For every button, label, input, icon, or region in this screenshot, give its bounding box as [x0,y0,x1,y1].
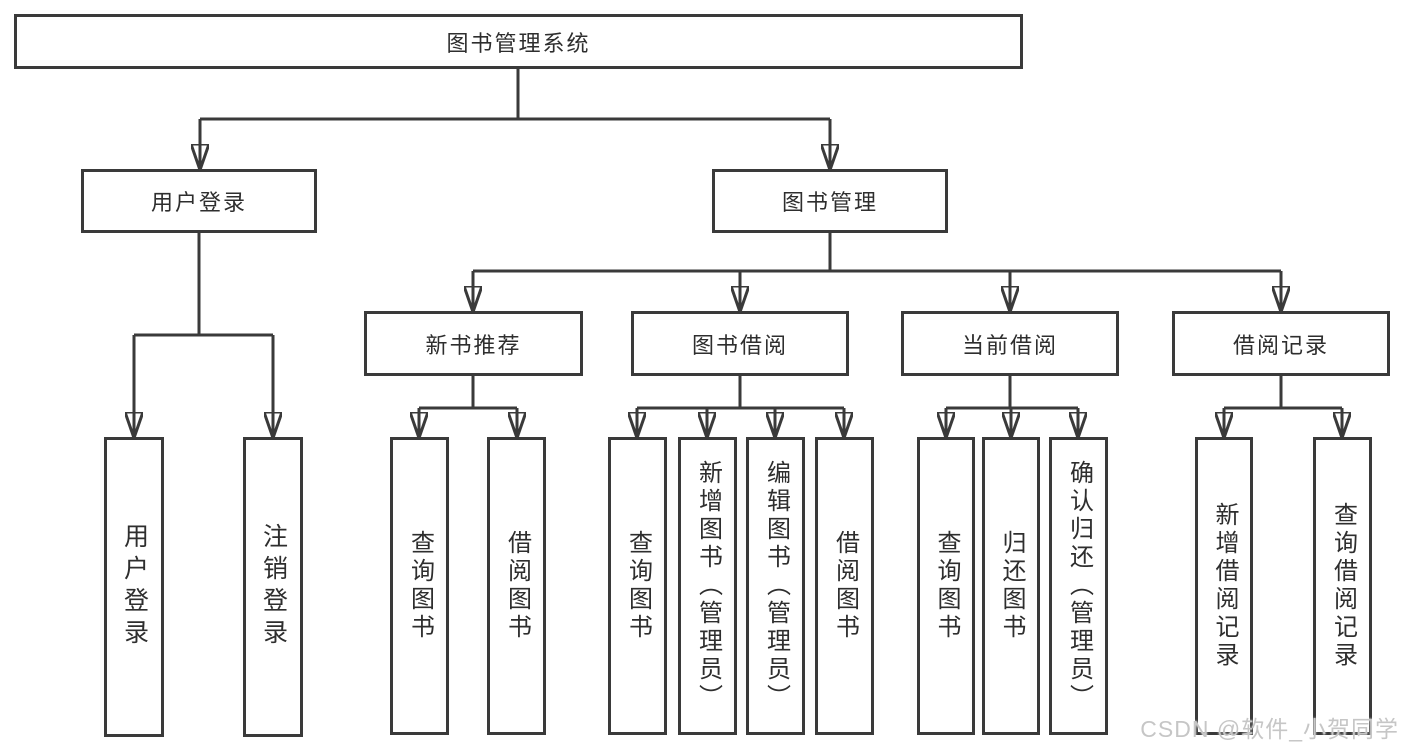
leaf-edit-book-admin: 编辑图书（管理员） [746,437,805,735]
leaf-user-login: 用户登录 [104,437,164,737]
current-borrowing-box: 当前借阅 [901,311,1119,376]
leaf-borrow-books-2-label: 借阅图书 [831,530,859,642]
book-management-box: 图书管理 [712,169,948,233]
leaf-borrow-books-2: 借阅图书 [815,437,874,735]
connector-current-borrowing-children [946,376,1078,437]
book-borrowing-box: 图书借阅 [631,311,849,376]
leaf-query-books-1-label: 查询图书 [406,530,434,642]
leaf-confirm-return-admin-label: 确认归还（管理员） [1065,460,1093,712]
connector-borrowing-records-children [1224,376,1342,437]
root-box: 图书管理系统 [14,14,1023,69]
leaf-borrow-books-1: 借阅图书 [487,437,546,735]
connector-user-login-children [134,233,273,437]
leaf-add-book-admin: 新增图书（管理员） [678,437,737,735]
leaf-add-book-admin-label: 新增图书（管理员） [694,460,722,712]
leaf-confirm-return-admin: 确认归还（管理员） [1049,437,1108,735]
leaf-query-books-3: 查询图书 [917,437,975,735]
book-borrowing-label: 图书借阅 [691,332,788,358]
borrowing-records-label: 借阅记录 [1232,332,1329,358]
connector-new-book-recommend-children [419,376,517,437]
new-book-recommend-label: 新书推荐 [425,332,522,358]
leaf-query-books-1: 查询图书 [390,437,449,735]
leaf-query-books-3-label: 查询图书 [933,530,960,642]
leaf-add-borrow-record: 新增借阅记录 [1195,437,1253,735]
leaf-logout-label: 注销登录 [259,523,288,651]
root-label: 图书管理系统 [446,30,591,56]
leaf-query-books-2: 查询图书 [608,437,667,735]
leaf-borrow-books-1-label: 借阅图书 [503,530,531,642]
user-login-label: 用户登录 [150,190,247,215]
current-borrowing-label: 当前借阅 [961,332,1058,358]
leaf-logout: 注销登录 [243,437,303,737]
leaf-return-books: 归还图书 [982,437,1040,735]
watermark: CSDN @软件_小贺同学 [1140,716,1399,742]
connector-root-to-level2 [200,69,830,169]
book-management-label: 图书管理 [781,190,878,215]
new-book-recommend-box: 新书推荐 [364,311,583,376]
leaf-edit-book-admin-label: 编辑图书（管理员） [762,460,790,712]
connector-book-borrowing-children [637,376,844,437]
borrowing-records-box: 借阅记录 [1172,311,1390,376]
connector-book-management-children [473,233,1281,311]
leaf-return-books-label: 归还图书 [998,530,1025,642]
leaf-add-borrow-record-label: 新增借阅记录 [1211,502,1238,670]
leaf-query-books-2-label: 查询图书 [624,530,652,642]
leaf-query-borrow-record-label: 查询借阅记录 [1329,502,1357,670]
leaf-user-login-label: 用户登录 [120,523,149,651]
user-login-box: 用户登录 [81,169,317,233]
leaf-query-borrow-record: 查询借阅记录 [1313,437,1372,735]
